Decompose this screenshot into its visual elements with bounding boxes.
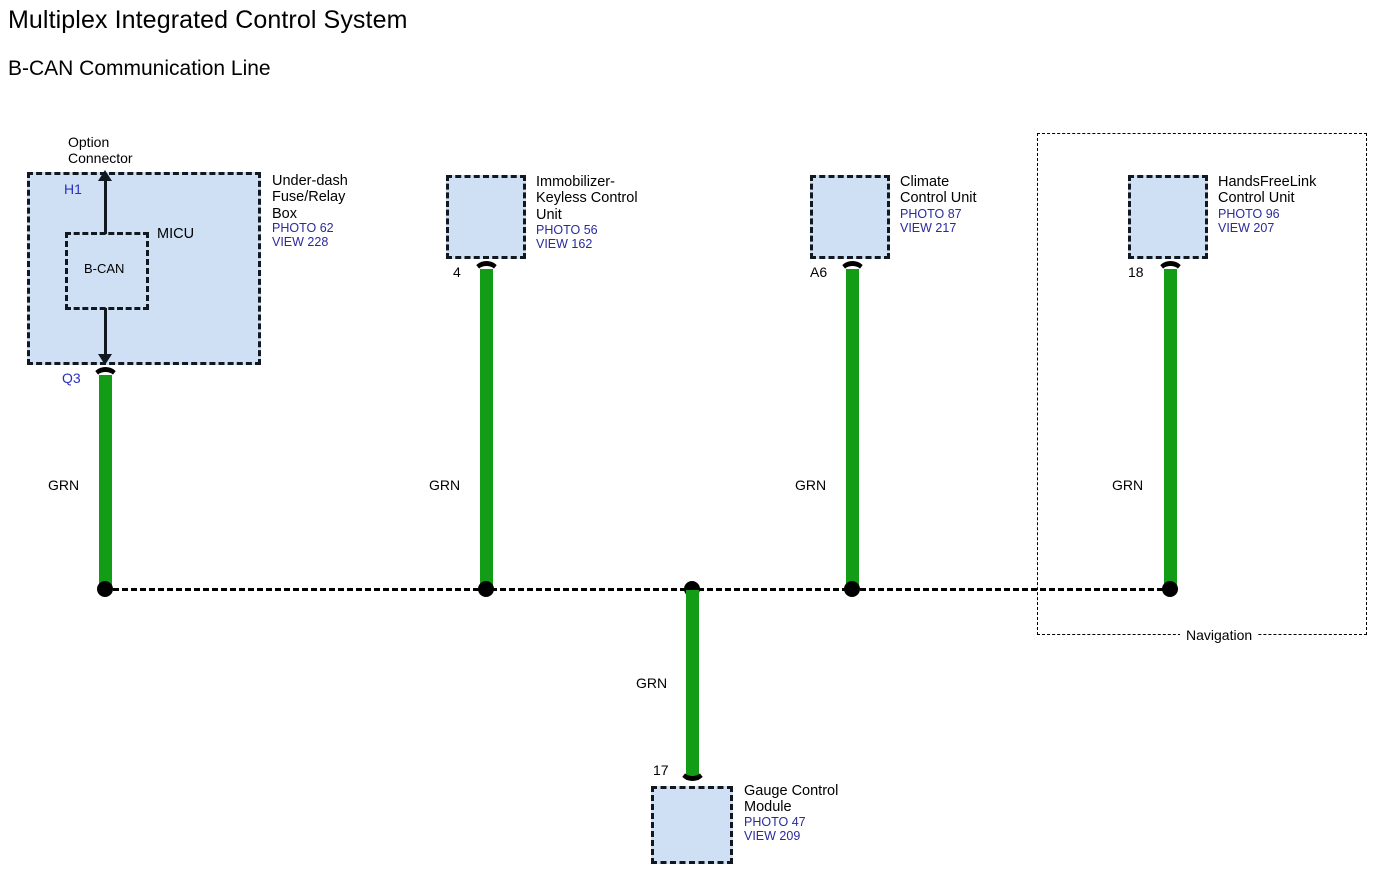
wire-under-dash-fuse-relay-box [99, 375, 112, 588]
connector-cap-17 [679, 768, 706, 781]
page-subtitle: B-CAN Communication Line [8, 57, 271, 80]
photo-ref: PHOTO 62 [272, 221, 334, 235]
wire-handsfreelink-control-unit [1164, 269, 1177, 588]
wire-label-immobilizer-keyless-control-unit: GRN [429, 477, 461, 493]
module-label-immobilizer-keyless-control-unit: Immobilizer- Keyless Control Unit [536, 174, 638, 223]
micu-up-arrow-shaft [104, 178, 107, 234]
photo-ref: PHOTO 87 [900, 207, 962, 221]
module-label-gauge-control-module: Gauge Control Module [744, 783, 839, 816]
option-connector-label: Option Connector [68, 134, 133, 166]
navigation-enclosure-label: Navigation [1180, 627, 1259, 643]
wire-label-climate-control-unit: GRN [795, 477, 827, 493]
module-handsfreelink-control-unit[interactable] [1128, 175, 1208, 259]
bus-node-climate-control-unit [844, 581, 860, 597]
micu-inner-block [65, 232, 149, 310]
module-gauge-control-module[interactable] [651, 786, 733, 864]
micu-label: MICU [157, 226, 195, 242]
connector-label-h1: H1 [64, 181, 82, 197]
wire-label-under-dash-fuse-relay-box: GRN [48, 477, 80, 493]
module-label-under-dash-fuse-relay-box: Under-dash Fuse/Relay Box [272, 173, 348, 222]
connector-cap-4 [473, 261, 500, 274]
view-ref: VIEW 217 [900, 221, 957, 236]
connector-pin-4: 4 [453, 264, 461, 280]
wire-climate-control-unit [846, 269, 859, 588]
bus-node-handsfreelink-control-unit [1162, 581, 1178, 597]
view-ref: VIEW 207 [1218, 221, 1275, 236]
module-label-climate-control-unit: Climate Control Unit [900, 174, 977, 207]
wire-gauge-control-module [686, 590, 699, 780]
micu-down-arrow-shaft [104, 308, 107, 356]
photo-ref: PHOTO 96 [1218, 207, 1280, 221]
micu-up-arrow-head [98, 170, 112, 181]
connector-label-q3: Q3 [62, 370, 81, 386]
connector-pin-18: 18 [1128, 264, 1144, 280]
connector-cap-a6 [839, 261, 866, 274]
module-immobilizer-keyless-control-unit[interactable] [446, 175, 526, 259]
view-ref: VIEW 209 [744, 829, 801, 844]
micu-down-arrow-head [98, 354, 112, 365]
module-label-handsfreelink-control-unit: HandsFreeLink Control Unit [1218, 174, 1317, 207]
bus-node-under-dash-fuse-relay-box [97, 581, 113, 597]
b-can-bus-line [104, 588, 1172, 591]
view-ref: VIEW 228 [272, 235, 329, 250]
wire-immobilizer-keyless-control-unit [480, 269, 493, 588]
connector-pin-17: 17 [653, 762, 669, 778]
module-climate-control-unit[interactable] [810, 175, 890, 259]
b-can-label: B-CAN [84, 261, 125, 276]
photo-ref: PHOTO 47 [744, 815, 806, 829]
view-ref: VIEW 162 [536, 237, 593, 252]
connector-cap-18 [1157, 261, 1184, 274]
connector-pin-a6: A6 [810, 264, 828, 280]
wire-label-handsfreelink-control-unit: GRN [1112, 477, 1144, 493]
photo-ref: PHOTO 56 [536, 223, 598, 237]
bus-node-immobilizer-keyless-control-unit [478, 581, 494, 597]
wire-label-gauge-control-module: GRN [636, 675, 668, 691]
page-title: Multiplex Integrated Control System [8, 6, 408, 34]
connector-cap-q3 [92, 367, 119, 380]
